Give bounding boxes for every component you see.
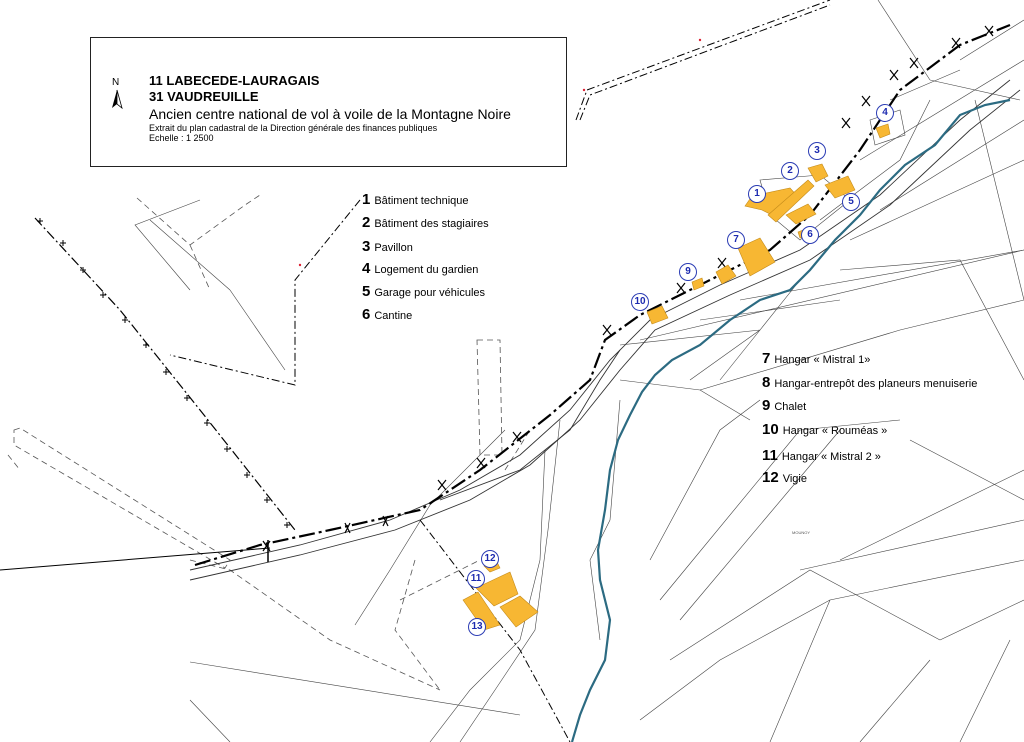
title-box: N 11 LABECEDE-LAURAGAIS 31 VAUDREUILLE A…: [90, 37, 567, 167]
north-arrow: N: [109, 78, 125, 114]
building-marker-9: 9: [679, 263, 697, 281]
locality-label: MOUNOY: [792, 530, 810, 535]
commune-1: 11 LABECEDE-LAURAGAIS: [149, 73, 320, 88]
boundary-crosses: [262, 25, 994, 552]
north-arrow-icon: [112, 89, 123, 110]
building-marker-4: 4: [876, 104, 894, 122]
river: [570, 98, 1011, 742]
building-marker-6: 6: [801, 226, 819, 244]
building-marker-10: 10: [631, 293, 649, 311]
commune-2: 31 VAUDREUILLE: [149, 89, 259, 104]
building-marker-5: 5: [842, 193, 860, 211]
map-subject: Ancien centre national de vol à voile de…: [149, 106, 511, 122]
map-source: Extrait du plan cadastral de la Directio…: [149, 123, 438, 133]
building-marker-1: 1: [748, 185, 766, 203]
left-road: [0, 547, 271, 571]
north-letter: N: [112, 77, 120, 88]
building-marker-3: 3: [808, 142, 826, 160]
building-marker-12: 12: [481, 550, 499, 568]
map-scale: Echelle : 1 2500: [149, 133, 214, 143]
cadastral-marks: [298, 38, 702, 267]
building-marker-7: 7: [727, 231, 745, 249]
building-marker-11: 11: [467, 570, 485, 588]
left-boundary-crosses: [37, 218, 290, 528]
building-marker-13: 13: [468, 618, 486, 636]
road: [189, 79, 1021, 581]
left-boundary: [34, 217, 296, 531]
parcel-lines: [134, 0, 1024, 742]
building-marker-2: 2: [781, 162, 799, 180]
